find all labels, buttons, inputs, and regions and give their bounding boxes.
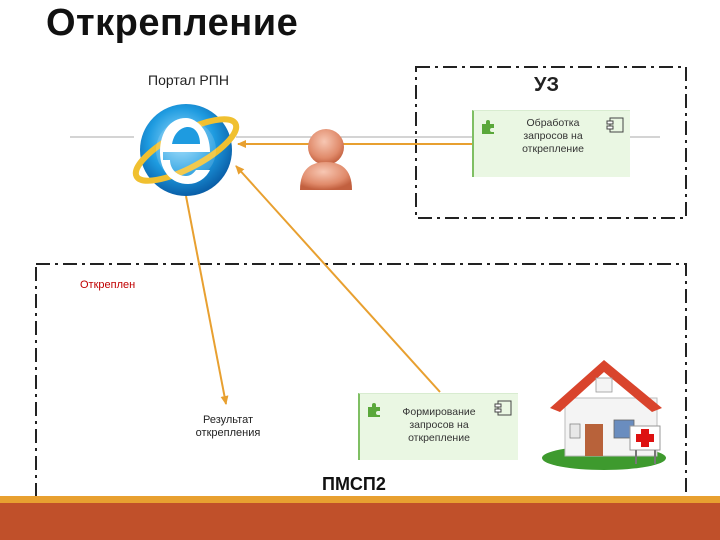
- internet-explorer-icon: [132, 104, 240, 196]
- page-title: Открепление: [46, 2, 299, 44]
- pmsp-component-label: Формирование запросов на открепление: [402, 406, 476, 444]
- pmsp-component: Формирование запросов на открепление: [358, 393, 518, 460]
- status-label: Откреплен: [80, 279, 136, 291]
- component-icon: [606, 117, 624, 133]
- puzzle-icon: [482, 120, 494, 134]
- user-icon: [300, 129, 352, 190]
- hospital-icon: [542, 360, 666, 470]
- pmsp-label: ПМСП2: [322, 474, 386, 494]
- uz-label: УЗ: [534, 74, 559, 96]
- arrow-pmsp-to-portal: [235, 165, 441, 393]
- footer-bar: [0, 503, 720, 540]
- component-icon: [494, 400, 512, 416]
- result-label: Результат открепления: [195, 414, 261, 439]
- pmsp-boundary: [35, 263, 687, 501]
- puzzle-icon: [368, 403, 380, 417]
- uz-component-label: Обработка запросов на открепление: [522, 117, 584, 155]
- arrow-portal-to-result: [185, 195, 229, 405]
- portal-label: Портал РПН: [148, 72, 229, 88]
- uz-component: Обработка запросов на открепление: [472, 110, 630, 177]
- footer-stripe: [0, 496, 720, 503]
- uz-boundary: [415, 66, 687, 219]
